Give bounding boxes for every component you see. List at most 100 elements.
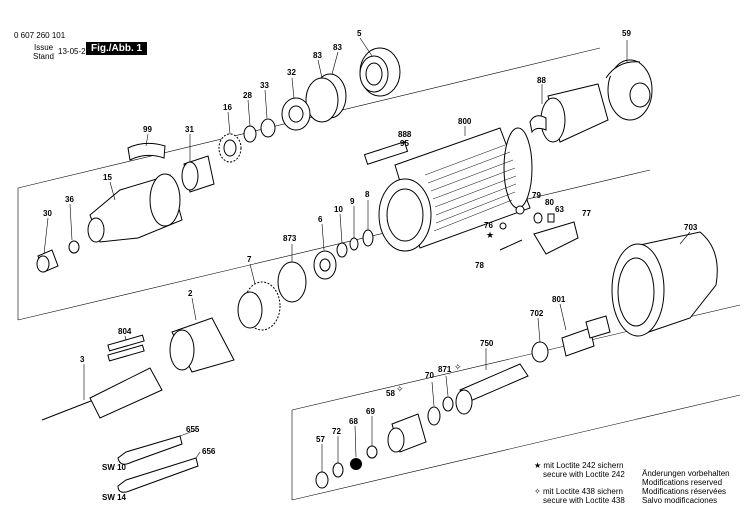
loctite242-note: ★ mit Loctite 242 sichern xyxy=(534,461,623,470)
label-31: 31 xyxy=(185,125,194,134)
part-8-ring xyxy=(362,229,374,247)
part-80-spring xyxy=(533,212,543,224)
label-32: 32 xyxy=(287,68,296,77)
part-31-bushing xyxy=(181,155,215,193)
issue-date: 13-05-28 xyxy=(58,47,91,56)
part-72-ring xyxy=(332,462,344,478)
label-58: 58 xyxy=(386,389,395,398)
label-10: 10 xyxy=(334,205,343,214)
part-873-oring xyxy=(277,261,307,303)
label-804: 804 xyxy=(118,327,132,336)
label-88: 88 xyxy=(537,76,546,85)
part-6-bearing xyxy=(313,250,337,280)
part-99-shim xyxy=(127,142,166,161)
loctite438-note: ✧ mit Loctite 438 sichern xyxy=(534,487,623,496)
label-7: 7 xyxy=(247,255,252,264)
label-6: 6 xyxy=(318,215,323,224)
label-sw10: SW 10 xyxy=(102,463,127,472)
label-72: 72 xyxy=(332,427,341,436)
part-9-washer xyxy=(349,237,359,251)
label-83b: 83 xyxy=(313,51,322,60)
part-78-pin xyxy=(499,239,523,251)
leader-lines xyxy=(43,37,691,472)
label-78: 78 xyxy=(475,261,484,270)
label-95: 95 xyxy=(400,139,409,148)
part-3-rotor xyxy=(41,367,163,421)
part-58-inlet xyxy=(387,413,427,453)
label-703: 703 xyxy=(684,223,698,232)
label-63: 63 xyxy=(555,205,564,214)
part-7-rotor-head xyxy=(237,281,281,331)
label-871: 871 xyxy=(438,365,452,374)
part-804-blade-b xyxy=(107,344,145,362)
label-70: 70 xyxy=(425,371,434,380)
loctite438-en: secure with Loctite 438 xyxy=(543,496,625,505)
part-63-bolt xyxy=(547,213,555,223)
reserved-de: Änderungen vorbehalten xyxy=(642,469,730,478)
part-33-ring xyxy=(260,118,276,138)
label-sw14: SW 14 xyxy=(102,493,127,502)
label-873: 873 xyxy=(283,234,297,243)
part-69-spring xyxy=(366,445,378,459)
label-801: 801 xyxy=(552,295,566,304)
label-9: 9 xyxy=(350,197,355,206)
label-8: 8 xyxy=(365,190,370,199)
label-800: 800 xyxy=(458,117,472,126)
part-703-nose-cap xyxy=(611,231,718,337)
part-5-bearing-housing xyxy=(359,47,401,97)
part-57-washer xyxy=(315,471,329,489)
part-750-connector xyxy=(455,363,529,415)
label-59: 59 xyxy=(622,29,631,38)
part-10-ring xyxy=(336,242,348,258)
label-2: 2 xyxy=(188,289,193,298)
label-656: 656 xyxy=(202,447,216,456)
label-3: 3 xyxy=(80,355,85,364)
part-800-housing xyxy=(378,127,533,252)
part-76-pin xyxy=(499,222,507,230)
part-801-sleeves xyxy=(561,315,611,357)
part-labels: 5 59 83 83 32 33 28 16 88 99 31 888 95 8… xyxy=(43,29,698,502)
label-76: 76 xyxy=(484,221,493,230)
part-15-spindle-housing xyxy=(87,173,183,243)
label-888: 888 xyxy=(398,130,412,139)
reserved-fr: Modifications réservées xyxy=(642,487,727,496)
part-888-label-plate xyxy=(363,141,409,165)
part-68-ball xyxy=(350,458,362,470)
label-99: 99 xyxy=(143,125,152,134)
part-59-cap xyxy=(605,59,653,121)
open-star-icon: ✧ xyxy=(534,487,541,496)
part-30-nut xyxy=(36,249,59,273)
label-750: 750 xyxy=(480,339,494,348)
issue-label: Issue xyxy=(34,43,54,52)
loctite438-marker-871: ✧ xyxy=(454,362,462,372)
part-28-circlip xyxy=(243,125,257,143)
figure-badge: Fig./Abb. 1 xyxy=(86,42,148,55)
label-702: 702 xyxy=(530,309,544,318)
label-5: 5 xyxy=(357,29,362,38)
loctite242-en: secure with Loctite 242 xyxy=(543,470,625,479)
part-83-oring-b xyxy=(305,77,339,123)
loctite438-de: mit Loctite 438 sichern xyxy=(542,487,623,496)
label-68: 68 xyxy=(349,417,358,426)
label-28: 28 xyxy=(243,91,252,100)
label-77: 77 xyxy=(582,209,591,218)
part-32-bearing xyxy=(281,97,311,131)
label-80: 80 xyxy=(545,198,554,207)
label-57: 57 xyxy=(316,435,325,444)
reserved-en: Modifications reserved xyxy=(642,478,723,487)
label-36: 36 xyxy=(65,195,74,204)
reserved-es: Salvo modificaciones xyxy=(642,496,718,505)
star-icon: ★ xyxy=(534,461,542,470)
label-69: 69 xyxy=(366,407,375,416)
label-79: 79 xyxy=(532,191,541,200)
loctite242-de: mit Loctite 242 sichern xyxy=(543,461,624,470)
part-16-toothed-washer xyxy=(218,133,242,163)
label-30: 30 xyxy=(43,209,52,218)
part-36-ring xyxy=(68,240,80,254)
part-88-sleeve xyxy=(529,83,609,143)
label-83a: 83 xyxy=(333,43,342,52)
label-16: 16 xyxy=(223,103,232,112)
part-79-pin xyxy=(515,205,525,215)
part-702-clamp xyxy=(531,341,549,363)
